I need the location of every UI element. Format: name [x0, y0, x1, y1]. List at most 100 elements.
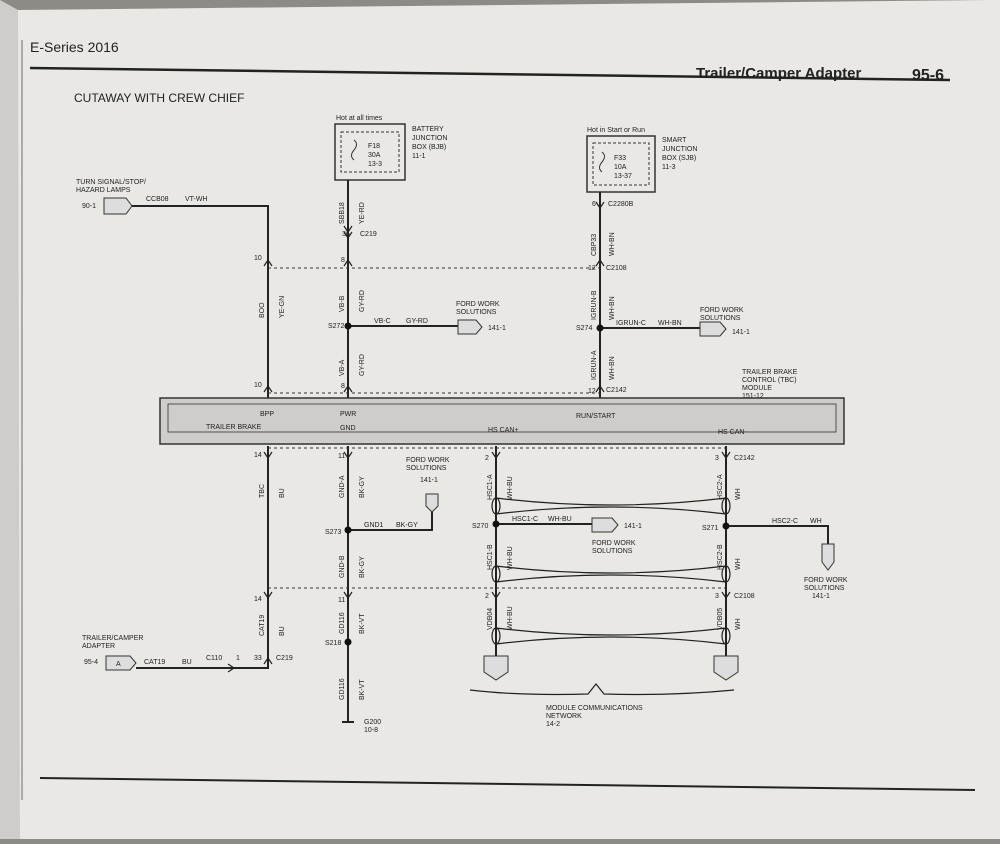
sjb-label-1: SMART [662, 137, 687, 144]
fws-e-label-1: FORD WORK [804, 577, 848, 584]
svg-text:WH-BN: WH-BN [609, 232, 616, 256]
svg-text:WH-BN: WH-BN [658, 320, 682, 327]
battery-box-inner [340, 131, 400, 173]
svg-text:8: 8 [341, 383, 345, 390]
diagram-subtitle: CUTAWAY WITH CREW CHIEF [74, 91, 244, 105]
svg-text:CAT19: CAT19 [144, 659, 165, 666]
splice-s274: S274 [576, 325, 592, 332]
svg-text:33: 33 [254, 655, 262, 662]
svg-text:WH-BU: WH-BU [548, 516, 572, 523]
fws-b-label-2: SOLUTIONS [700, 315, 741, 322]
svg-text:1: 1 [236, 655, 240, 662]
svg-text:C2280B: C2280B [608, 201, 634, 208]
turn-lamps-ref: 90-1 [82, 203, 96, 210]
svg-text:C2108: C2108 [606, 265, 627, 272]
tbc-pin-bpp: BPP [260, 411, 274, 418]
svg-text:6: 6 [592, 201, 596, 208]
svg-text:HSC1-B: HSC1-B [487, 544, 494, 570]
svg-text:HSC2-B: HSC2-B [717, 544, 724, 570]
tbc-label-4: 151-12 [742, 393, 764, 400]
svg-text:IGRUN-A: IGRUN-A [591, 350, 598, 380]
tbc-pin-gnd: GND [340, 425, 356, 432]
fws-a-label-2: SOLUTIONS [456, 309, 497, 316]
svg-text:BK-GY: BK-GY [359, 556, 366, 578]
svg-text:8: 8 [341, 257, 345, 264]
connector-dash-lines [268, 267, 726, 589]
footer-rule [39, 777, 976, 791]
svg-text:WH-BN: WH-BN [609, 296, 616, 320]
svg-text:GND-B: GND-B [339, 555, 346, 578]
svg-text:YE-RD: YE-RD [359, 202, 366, 224]
turn-lamps-label-2: HAZARD LAMPS [76, 187, 131, 194]
svg-text:11: 11 [338, 453, 345, 460]
adapter-connector-icon [105, 655, 137, 671]
svg-text:C219: C219 [360, 231, 377, 238]
svg-text:VDB04: VDB04 [487, 608, 494, 630]
fws-connector-e [821, 543, 835, 571]
svg-text:WH-BU: WH-BU [507, 606, 514, 630]
fws-connector-b [699, 321, 727, 337]
fuse-f33-label: F33 [614, 155, 626, 162]
svg-text:CAT19: CAT19 [259, 615, 266, 636]
svg-text:GY-RD: GY-RD [359, 354, 366, 376]
svg-text:YE-GN: YE-GN [279, 296, 286, 318]
fws-connector-c [425, 493, 439, 513]
svg-text:HSC1-C: HSC1-C [512, 516, 538, 523]
wire-hsc2c [726, 525, 829, 544]
tbc-pin-hscan-minus: HS CAN- [718, 429, 747, 436]
ground-name: G200 [364, 719, 381, 726]
svg-text:WH-BU: WH-BU [507, 476, 514, 500]
svg-text:C2142: C2142 [606, 387, 627, 394]
network-label-1: MODULE COMMUNICATIONS [546, 705, 643, 712]
bjb-label-2: JUNCTION [412, 135, 447, 142]
svg-text:VB-C: VB-C [374, 318, 391, 325]
fws-e-ref: 141-1 [812, 593, 830, 600]
tbc-trailer-brake: TRAILER BRAKE [206, 424, 262, 431]
wire-boo [132, 205, 269, 402]
splice-s272: S272 [328, 323, 344, 330]
svg-text:BU: BU [279, 488, 286, 498]
svg-text:14: 14 [254, 596, 262, 603]
adapter-pin: A [116, 661, 121, 668]
wire-gnd1 [348, 512, 433, 531]
svg-text:WH: WH [735, 558, 742, 570]
svg-text:HSC1-A: HSC1-A [487, 474, 494, 500]
adapter-ref: 95-4 [84, 659, 98, 666]
twist-ovals [491, 497, 731, 645]
splice-dots [344, 322, 730, 646]
network-label-2: NETWORK [546, 713, 582, 720]
fuse-f33-icon [599, 151, 605, 173]
network-label-3: 14-2 [546, 721, 560, 728]
fws-connector-a [457, 319, 483, 335]
fws-c-label-2: SOLUTIONS [406, 465, 447, 472]
fuse-f18-amps: 30A [368, 152, 381, 159]
splice-s273: S273 [325, 529, 341, 536]
svg-text:2: 2 [485, 593, 489, 600]
fws-c-label-1: FORD WORK [406, 457, 450, 464]
fws-b-ref: 141-1 [732, 329, 750, 336]
ccb08-label: CCB08 [146, 196, 169, 203]
tbc-label-1: TRAILER BRAKE [742, 369, 798, 376]
ground-ref: 10-8 [364, 727, 378, 734]
svg-text:10: 10 [254, 255, 262, 262]
fuse-f18-ref: 13-3 [368, 161, 382, 168]
network-brace [469, 683, 735, 696]
svg-text:CBP33: CBP33 [591, 234, 598, 256]
svg-text:IGRUN-B: IGRUN-B [591, 290, 598, 320]
smart-caption: Hot in Start or Run [587, 127, 645, 134]
smart-box-inner [592, 142, 650, 186]
adapter-label-2: ADAPTER [82, 643, 115, 650]
wire-tbc [136, 446, 269, 669]
fws-a-ref: 141-1 [488, 325, 506, 332]
svg-text:10: 10 [254, 382, 262, 389]
svg-text:BK-GY: BK-GY [396, 522, 418, 529]
network-connector-right [713, 655, 739, 681]
bjb-label-3: BOX (BJB) [412, 144, 446, 151]
fws-d-label-1: FORD WORK [592, 540, 636, 547]
turn-lamps-connector-icon [103, 197, 133, 215]
smart-junction-box [586, 135, 656, 193]
bjb-label-4: 11-1 [412, 153, 426, 160]
tbc-pin-hscan-plus: HS CAN+ [488, 427, 519, 434]
splice-s218: S218 [325, 640, 341, 647]
